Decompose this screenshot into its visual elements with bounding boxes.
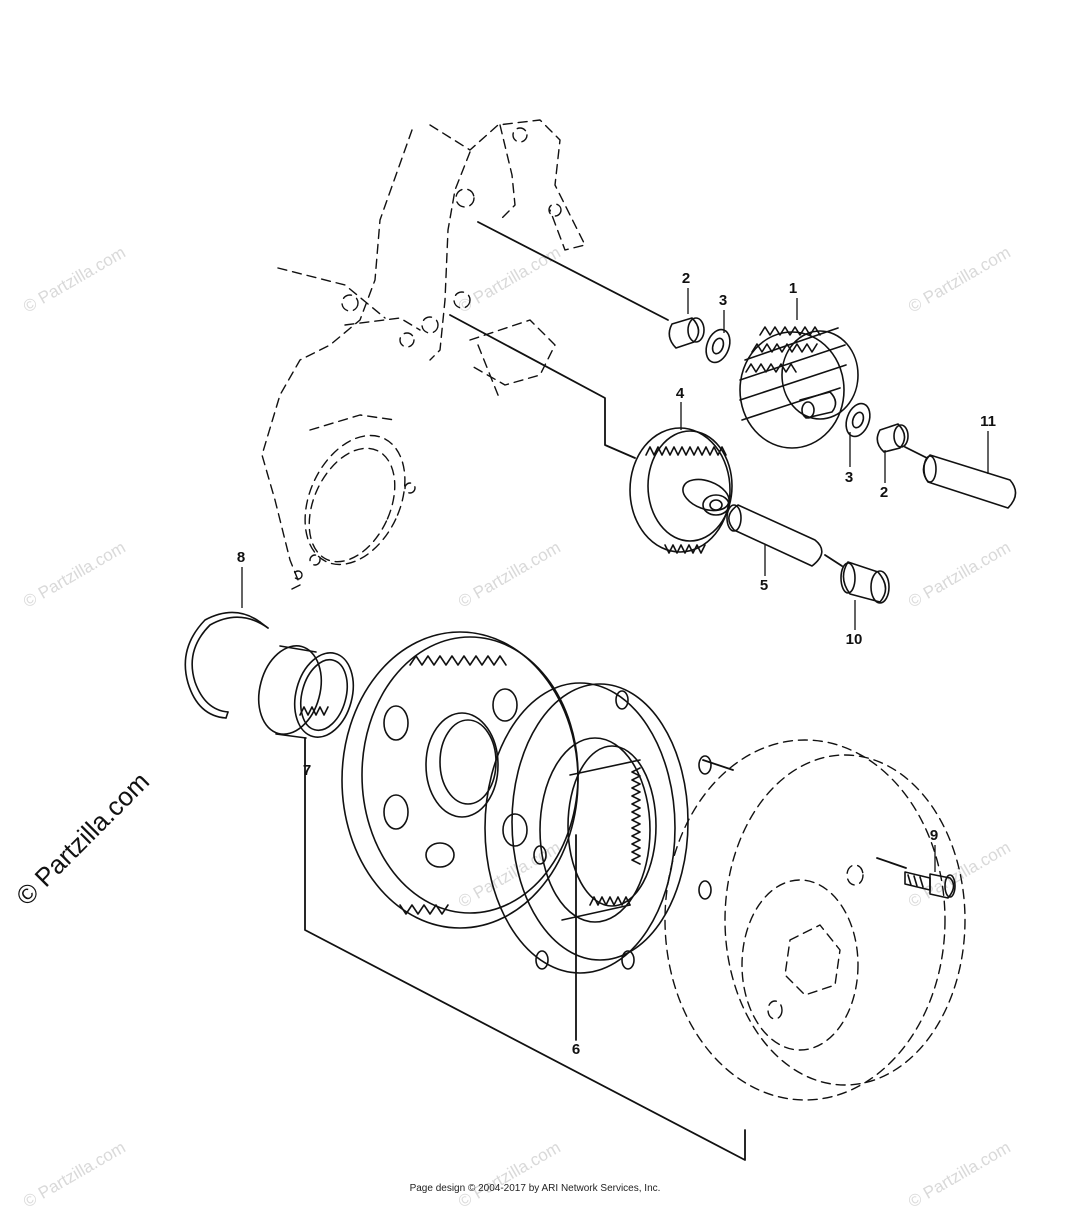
part-3-washer-lower xyxy=(845,402,871,438)
callout-9: 9 xyxy=(930,827,938,844)
part-6-starter-clutch xyxy=(484,682,712,974)
callout-7: 7 xyxy=(303,762,311,779)
starter-driven-gear xyxy=(341,631,579,929)
callout-5: 5 xyxy=(760,577,768,594)
part-10-bushing xyxy=(840,561,890,604)
rotor-outline xyxy=(664,739,966,1101)
callout-3-upper: 3 xyxy=(719,292,727,309)
part-1-cluster-gear xyxy=(739,326,859,449)
footer-copyright: Page design © 2004-2017 by ARI Network S… xyxy=(409,1183,661,1194)
crankcase-outline xyxy=(261,119,586,591)
callout-2-upper: 2 xyxy=(682,270,690,287)
part-2-bushing-lower xyxy=(876,423,909,453)
callout-1: 1 xyxy=(789,280,797,297)
callout-4: 4 xyxy=(676,385,685,402)
part-7-needle-bearing xyxy=(257,645,355,739)
callout-labels: 1 2 3 4 3 2 11 5 10 8 7 9 6 xyxy=(237,270,996,1058)
part-8-circlip xyxy=(184,611,269,719)
callout-6: 6 xyxy=(572,1041,580,1058)
assembly-lines xyxy=(304,221,928,1161)
part-2-bushing-upper xyxy=(668,317,705,349)
part-5-shaft xyxy=(726,504,823,567)
callout-11: 11 xyxy=(980,413,996,430)
part-4-idler-gear xyxy=(629,427,733,554)
part-3-washer-upper xyxy=(705,328,731,364)
part-9-bolt xyxy=(904,871,956,899)
part-11-shaft xyxy=(922,454,1017,509)
callout-10: 10 xyxy=(846,631,863,648)
callout-8: 8 xyxy=(237,549,245,566)
callout-2-lower: 2 xyxy=(880,484,888,501)
callout-3-lower: 3 xyxy=(845,469,853,486)
